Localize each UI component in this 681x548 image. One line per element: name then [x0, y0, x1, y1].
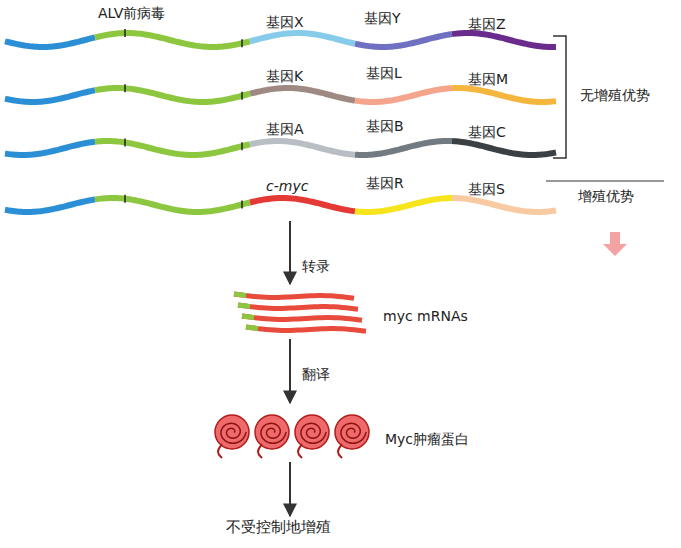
gene-label: 基因Z: [468, 16, 506, 33]
dna-segment: [250, 88, 355, 101]
gene-label: 基因C: [468, 124, 506, 141]
dna-segment: [5, 90, 95, 102]
step-label: 翻译: [300, 366, 332, 383]
gene-label: c-myc: [266, 178, 308, 195]
ltr-tick: [124, 84, 126, 92]
protein-blob: [215, 415, 249, 458]
dna-segment: [95, 198, 250, 212]
gene-label: 基因S: [468, 181, 505, 198]
protein-blob: [255, 415, 289, 458]
dna-segment: [452, 141, 556, 155]
group-label: 增殖优势: [576, 188, 636, 205]
ltr-tick: [124, 29, 126, 37]
dna-segment: [5, 199, 95, 212]
ltr-tick: [124, 138, 126, 146]
dna-segment: [5, 142, 95, 155]
gene-label: 基因M: [468, 71, 508, 88]
dna-segment: [355, 88, 452, 102]
result-text: 不受控制地增殖: [226, 518, 335, 538]
flow-arrow: [289, 221, 291, 284]
pink-arrow: [603, 232, 627, 256]
dna-segment: [5, 37, 95, 47]
dna-segment: [95, 33, 250, 47]
gene-label: 基因R: [366, 175, 404, 192]
dna-strand: 基因A 基因B 基因C: [0, 113, 562, 163]
dna-segment: [95, 141, 250, 155]
mrna-strand: [242, 316, 362, 320]
dna-segment: [95, 88, 250, 102]
dna-segment: [355, 141, 452, 155]
divider-line: [546, 180, 664, 181]
gene-label: 基因K: [266, 68, 303, 85]
dna-segment: [452, 33, 556, 47]
protein-blob: [295, 415, 329, 458]
mrna-strand: [238, 305, 358, 309]
mrna-strand: [246, 327, 366, 331]
gene-label: 基因X: [266, 14, 304, 31]
ltr-tick: [241, 142, 243, 150]
step-label: 转录: [300, 258, 332, 275]
ltr-tick: [241, 39, 243, 47]
bracket: [553, 36, 566, 158]
flow-arrow: [289, 339, 291, 403]
dna-strand: c-myc 基因R 基因S: [0, 170, 562, 220]
mrna-cap: [242, 316, 254, 318]
gene-label: 基因B: [366, 118, 404, 135]
mrna-cap: [246, 327, 258, 329]
dna-segment: [250, 198, 355, 211]
dna-segment: [250, 33, 355, 44]
mrna-strand: [234, 294, 354, 298]
protein-group: Myc肿瘤蛋白: [208, 405, 498, 461]
ltr-tick: [241, 92, 243, 100]
dna-segment: [452, 198, 556, 212]
result-label: 不受控制地增殖: [226, 518, 335, 536]
dna-strand: 基因K 基因L 基因M: [0, 60, 562, 110]
gene-label: 基因Y: [364, 10, 401, 27]
protein-blob: [335, 415, 369, 458]
ltr-tick: [241, 200, 243, 208]
dna-segment: [250, 141, 355, 155]
dna-segment: [355, 34, 452, 47]
dna-segment: [452, 88, 556, 102]
flow-arrow: [289, 462, 291, 516]
ltr-tick: [124, 195, 126, 203]
dna-strand: ALV前病毒基因X 基因Y 基因Z: [0, 5, 562, 55]
gene-label: Myc肿瘤蛋白: [385, 431, 469, 448]
gene-label: 基因L: [366, 65, 402, 82]
dna-segment: [355, 198, 452, 212]
gene-label: 基因A: [266, 121, 304, 138]
gene-label: myc mRNAs: [383, 308, 468, 325]
mrna-group: myc mRNAs: [228, 286, 488, 338]
mrna-cap: [234, 294, 246, 296]
group-label: 无增殖优势: [578, 87, 652, 104]
mrna-cap: [238, 305, 250, 307]
gene-label: ALV前病毒: [98, 5, 165, 22]
